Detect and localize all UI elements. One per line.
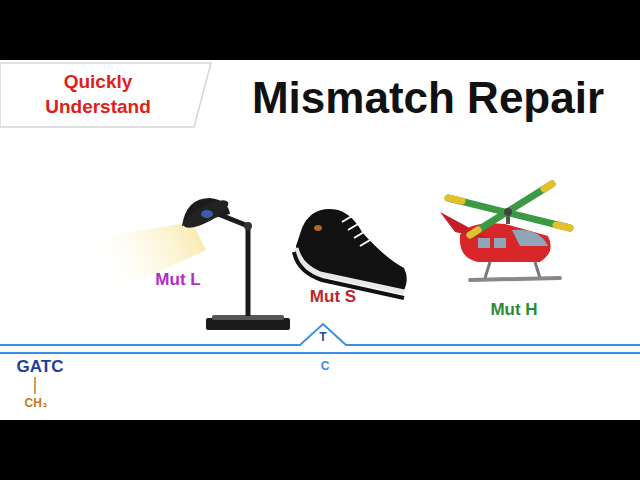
lamp-light — [95, 222, 206, 300]
protein-label: Mut L — [155, 271, 200, 290]
methyl-bond — [34, 377, 36, 394]
methyl-label: CH₃ — [25, 397, 48, 410]
banner-panel: Quickly Understand — [0, 62, 212, 128]
base-label: T — [319, 331, 326, 344]
dna-top-strand — [0, 324, 640, 345]
protein-label: Mut H — [490, 301, 537, 320]
protein-label: Mut S — [310, 288, 356, 307]
sequence-label: GATC — [17, 358, 64, 377]
sneaker-icon — [294, 209, 407, 298]
title: Mismatch Repair — [252, 74, 604, 122]
banner-text: Quickly Understand — [14, 70, 182, 119]
base-label: C — [321, 360, 330, 373]
helicopter-icon — [440, 184, 570, 280]
dna-bottom-strand — [0, 352, 640, 354]
white-ground — [0, 60, 640, 420]
lamp-icon — [180, 195, 290, 330]
